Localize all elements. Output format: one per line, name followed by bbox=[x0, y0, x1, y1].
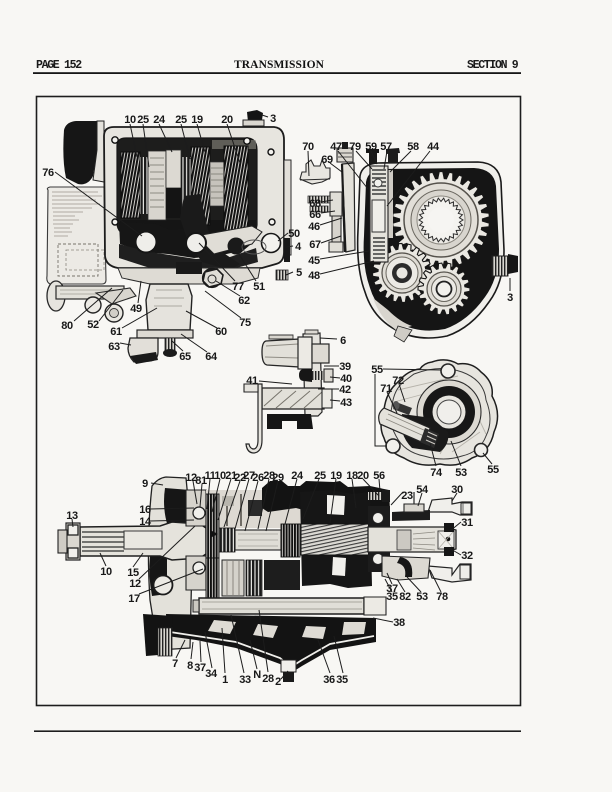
svg-text:66: 66 bbox=[309, 209, 321, 221]
svg-text:18: 18 bbox=[346, 470, 358, 482]
svg-text:24: 24 bbox=[153, 114, 166, 126]
svg-text:14: 14 bbox=[139, 516, 152, 528]
svg-text:58: 58 bbox=[407, 141, 419, 153]
svg-text:6: 6 bbox=[340, 335, 346, 347]
svg-text:8: 8 bbox=[187, 660, 193, 672]
svg-text:80: 80 bbox=[61, 320, 73, 332]
svg-text:24: 24 bbox=[291, 470, 304, 482]
svg-text:11: 11 bbox=[205, 470, 216, 482]
svg-text:20: 20 bbox=[357, 470, 369, 482]
svg-text:43: 43 bbox=[340, 397, 352, 409]
svg-text:20: 20 bbox=[221, 114, 233, 126]
svg-text:74: 74 bbox=[430, 467, 443, 479]
svg-text:41: 41 bbox=[246, 375, 258, 387]
svg-text:N: N bbox=[253, 669, 261, 681]
svg-text:32: 32 bbox=[461, 550, 473, 562]
svg-text:51: 51 bbox=[253, 281, 265, 293]
svg-text:75: 75 bbox=[239, 317, 251, 329]
svg-text:25: 25 bbox=[137, 114, 149, 126]
svg-text:3: 3 bbox=[270, 113, 276, 125]
svg-text:35: 35 bbox=[386, 591, 398, 603]
svg-text:52: 52 bbox=[87, 319, 99, 331]
svg-text:1: 1 bbox=[222, 674, 228, 686]
svg-text:10: 10 bbox=[100, 566, 112, 578]
svg-text:42: 42 bbox=[339, 384, 351, 396]
svg-text:59: 59 bbox=[365, 141, 377, 153]
svg-text:53: 53 bbox=[455, 467, 467, 479]
svg-text:46: 46 bbox=[308, 221, 320, 233]
svg-text:34: 34 bbox=[205, 668, 218, 680]
svg-text:19: 19 bbox=[330, 470, 342, 482]
svg-text:29: 29 bbox=[272, 472, 284, 484]
svg-text:45: 45 bbox=[308, 255, 320, 267]
svg-text:PAGE 152: PAGE 152 bbox=[36, 59, 82, 72]
svg-text:53: 53 bbox=[416, 591, 428, 603]
svg-text:44: 44 bbox=[427, 141, 440, 153]
svg-text:7: 7 bbox=[172, 658, 178, 670]
svg-text:33: 33 bbox=[239, 674, 251, 686]
svg-text:12: 12 bbox=[185, 472, 197, 484]
svg-text:35: 35 bbox=[336, 674, 348, 686]
svg-text:47: 47 bbox=[330, 141, 342, 153]
svg-text:30: 30 bbox=[451, 484, 463, 496]
svg-text:15: 15 bbox=[127, 567, 139, 579]
svg-text:22: 22 bbox=[234, 472, 246, 484]
svg-text:25: 25 bbox=[314, 470, 326, 482]
svg-text:77: 77 bbox=[232, 281, 244, 293]
svg-text:27: 27 bbox=[243, 470, 255, 482]
svg-text:12: 12 bbox=[129, 578, 141, 590]
svg-text:19: 19 bbox=[191, 114, 203, 126]
svg-text:57: 57 bbox=[380, 141, 392, 153]
svg-text:10: 10 bbox=[214, 470, 226, 482]
svg-text:68: 68 bbox=[309, 198, 321, 210]
svg-text:28: 28 bbox=[262, 673, 274, 685]
svg-text:79: 79 bbox=[349, 141, 361, 153]
svg-text:54: 54 bbox=[416, 484, 429, 496]
svg-text:38: 38 bbox=[393, 617, 405, 629]
svg-text:37: 37 bbox=[386, 583, 398, 595]
svg-text:82: 82 bbox=[399, 591, 411, 603]
svg-text:TRANSMISSION: TRANSMISSION bbox=[234, 59, 325, 71]
svg-text:21: 21 bbox=[225, 470, 237, 482]
svg-text:67: 67 bbox=[309, 239, 321, 251]
svg-text:40: 40 bbox=[340, 373, 352, 385]
svg-text:81: 81 bbox=[195, 475, 207, 487]
svg-text:56: 56 bbox=[373, 470, 385, 482]
svg-text:55: 55 bbox=[371, 364, 383, 376]
svg-text:63: 63 bbox=[108, 341, 120, 353]
svg-text:2: 2 bbox=[275, 676, 281, 688]
svg-text:39: 39 bbox=[339, 361, 351, 373]
svg-text:76: 76 bbox=[42, 167, 54, 179]
svg-text:17: 17 bbox=[128, 593, 140, 605]
svg-text:28: 28 bbox=[263, 470, 275, 482]
svg-text:36: 36 bbox=[323, 674, 335, 686]
svg-text:60: 60 bbox=[215, 326, 227, 338]
svg-text:13: 13 bbox=[66, 510, 78, 522]
svg-text:78: 78 bbox=[436, 591, 448, 603]
svg-text:16: 16 bbox=[139, 504, 151, 516]
svg-text:4: 4 bbox=[295, 241, 302, 253]
svg-text:70: 70 bbox=[302, 141, 314, 153]
svg-text:64: 64 bbox=[205, 351, 218, 363]
svg-text:3: 3 bbox=[507, 292, 513, 304]
svg-text:55: 55 bbox=[487, 464, 499, 476]
svg-text:26: 26 bbox=[252, 472, 264, 484]
svg-text:5: 5 bbox=[296, 267, 302, 279]
svg-text:50: 50 bbox=[288, 228, 300, 240]
svg-text:25: 25 bbox=[175, 114, 187, 126]
svg-text:65: 65 bbox=[179, 351, 191, 363]
svg-text:10: 10 bbox=[124, 114, 136, 126]
svg-text:71: 71 bbox=[380, 383, 392, 395]
svg-text:37: 37 bbox=[194, 662, 206, 674]
svg-text:23: 23 bbox=[401, 490, 413, 502]
svg-text:49: 49 bbox=[130, 303, 142, 315]
svg-text:69: 69 bbox=[321, 154, 333, 166]
svg-text:72: 72 bbox=[392, 375, 404, 387]
svg-text:SECTION 9: SECTION 9 bbox=[467, 59, 519, 72]
svg-text:9: 9 bbox=[142, 478, 148, 490]
svg-text:48: 48 bbox=[308, 270, 320, 282]
svg-text:62: 62 bbox=[238, 295, 250, 307]
svg-text:31: 31 bbox=[461, 517, 473, 529]
svg-text:61: 61 bbox=[110, 326, 122, 338]
